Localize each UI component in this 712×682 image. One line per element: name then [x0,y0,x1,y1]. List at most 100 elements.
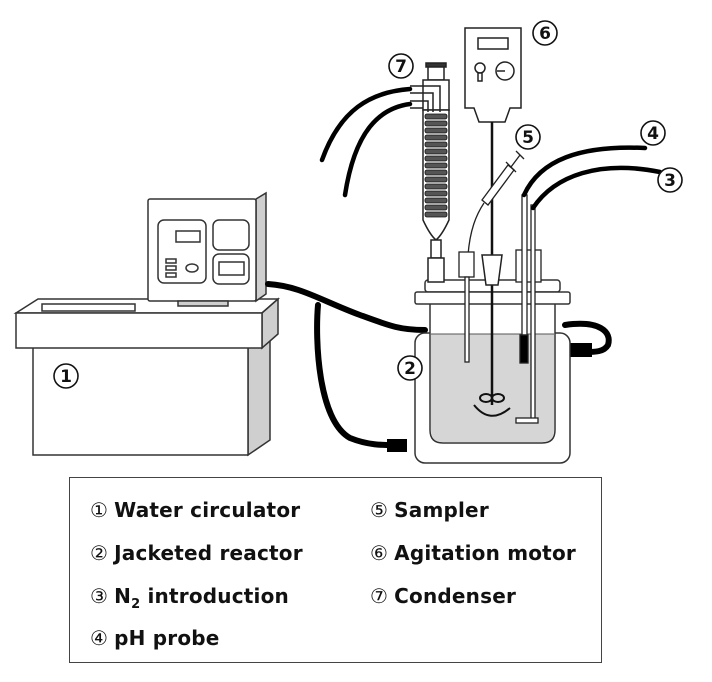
hose-upper [265,281,428,333]
control-panel-top-right [212,219,250,251]
motor-indicator [474,62,486,74]
callout-number: 1 [60,367,72,387]
callout-circle [657,167,683,193]
legend-label: pH probe [114,626,220,650]
legend-marker: ⑥ [370,541,389,565]
control-display [175,230,201,243]
coil-turn [424,120,448,127]
legend-label-post: introduction [140,584,289,608]
condenser-top-rim [425,62,447,68]
condenser-top-cap [427,65,445,81]
coil-turn [424,148,448,155]
probe-port [515,249,542,283]
coil-turn [424,127,448,134]
sampler-port [458,251,475,278]
callout-number: 6 [539,24,551,44]
coil-turn [424,197,448,204]
ph-probe-tip [519,334,529,364]
callout-4: 4 [640,120,666,146]
syringe-barrel [481,164,515,206]
hose-connector-right [570,343,592,357]
control-unit-side [255,191,267,303]
callout-7: 7 [388,53,414,79]
water-circulator [13,191,280,457]
callout-circle [532,20,558,46]
motor-housing [464,27,522,123]
control-knob [185,263,199,273]
callout-circle [388,53,414,79]
coil-turn [424,155,448,162]
condenser-arm-upper [410,85,441,112]
legend-label: Sampler [394,498,489,522]
callout-number: 2 [404,359,416,379]
coil-turn [424,113,448,120]
coil-turn [424,211,448,218]
condenser-neck [430,239,442,259]
coil-turn [424,169,448,176]
syringe-flange [505,161,517,173]
circulator-opening [41,303,136,312]
condenser-tubing [319,86,413,198]
impeller-blade-right [491,393,505,403]
callout-circle [397,355,423,381]
syringe-thumb [515,150,525,160]
coolant-tube-outer [319,86,413,163]
control-readout [218,261,245,276]
hose-connector-lower [387,439,407,452]
hose-lower [314,302,403,449]
legend-marker: ④ [90,626,109,650]
impeller-sweep [473,404,511,417]
coil-turn [424,204,448,211]
callout-number: 3 [664,171,676,191]
n2-sparger [515,417,539,424]
legend-label-pre: N [114,584,132,608]
n2-tube [530,204,536,421]
probe-cables [521,145,663,211]
legend-label: Water circulator [114,498,301,522]
coolant-tube-inner [342,101,413,198]
legend-marker: ③ [90,584,109,608]
control-button-3 [165,272,177,278]
coil-turn [424,134,448,141]
motor-display [477,37,509,50]
callout-number: 5 [522,128,534,148]
callout-circle [53,363,79,389]
legend-label: Agitation motor [394,541,576,565]
legend-marker: ⑤ [370,498,389,522]
callout-2: 2 [397,355,423,381]
coil-turn [424,176,448,183]
legend-label-subscript: 2 [131,597,141,612]
n2-supply-line [530,165,663,211]
circulator-lid-front [15,312,263,349]
condenser-jacket [422,79,450,111]
syringe-plunger [510,154,521,168]
control-button-1 [165,258,177,264]
circulator-base [32,344,249,456]
callout-3: 3 [657,167,683,193]
callout-5: 5 [515,124,541,150]
impeller [473,393,511,417]
coil-turn [424,162,448,169]
callout-number: 7 [395,57,407,77]
legend-marker: ⑦ [370,584,389,608]
legend-marker: ① [90,498,109,522]
condenser-joint [427,257,445,283]
callout-6: 6 [532,20,558,46]
sampler-tube [464,276,470,363]
coil-turn [424,183,448,190]
ph-probe-rod [521,194,528,336]
legend-label: Jacketed reactor [114,541,303,565]
hose-right [562,320,612,355]
control-unit-foot [177,300,229,307]
legend-marker: ② [90,541,109,565]
callout-1: 1 [53,363,79,389]
sampler [458,150,525,363]
callout-number: 4 [647,124,659,144]
